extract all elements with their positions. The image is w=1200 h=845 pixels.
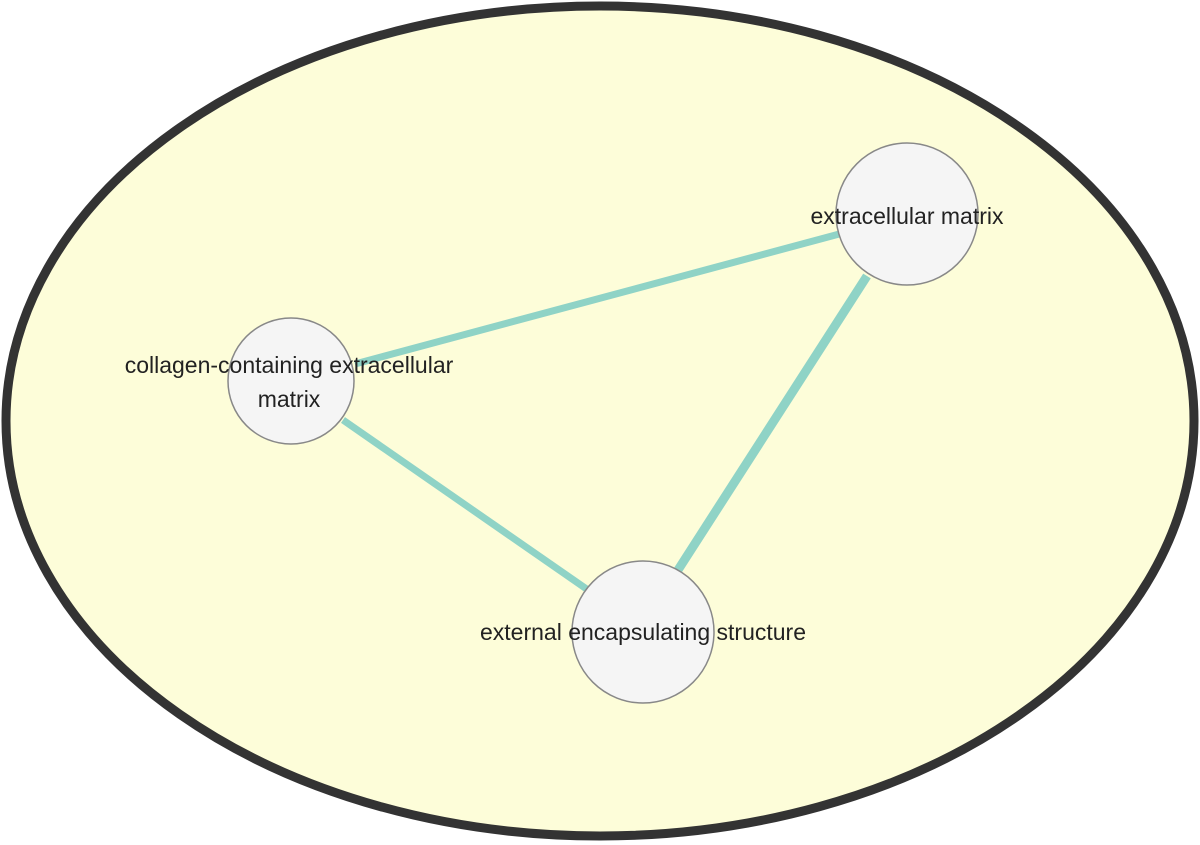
node-label-line: external encapsulating structure <box>480 619 806 645</box>
node-label-line: matrix <box>258 386 321 412</box>
node-label-line: collagen-containing extracellular <box>125 352 454 378</box>
node-label-collagen_ecm: collagen-containing extracellular matrix <box>125 352 454 412</box>
node-label-extracellular_matrix: extracellular matrix <box>811 203 1004 229</box>
edge-collagen_ecm-extracellular_matrix <box>354 229 844 368</box>
edges-layer <box>341 229 871 593</box>
node-external_encapsulating <box>571 560 715 704</box>
node-label-external_encapsulating: external encapsulating structure <box>480 619 806 645</box>
node-collagen_ecm <box>227 317 355 445</box>
node-extracellular_matrix <box>835 142 979 286</box>
node-label-line: extracellular matrix <box>811 203 1004 229</box>
edge-extracellular_matrix-external_encapsulating <box>674 273 871 573</box>
nodes-layer <box>227 142 979 704</box>
labels-layer: extracellular matrix collagen-containing … <box>125 203 1004 645</box>
edge-collagen_ecm-external_encapsulating <box>341 417 590 593</box>
